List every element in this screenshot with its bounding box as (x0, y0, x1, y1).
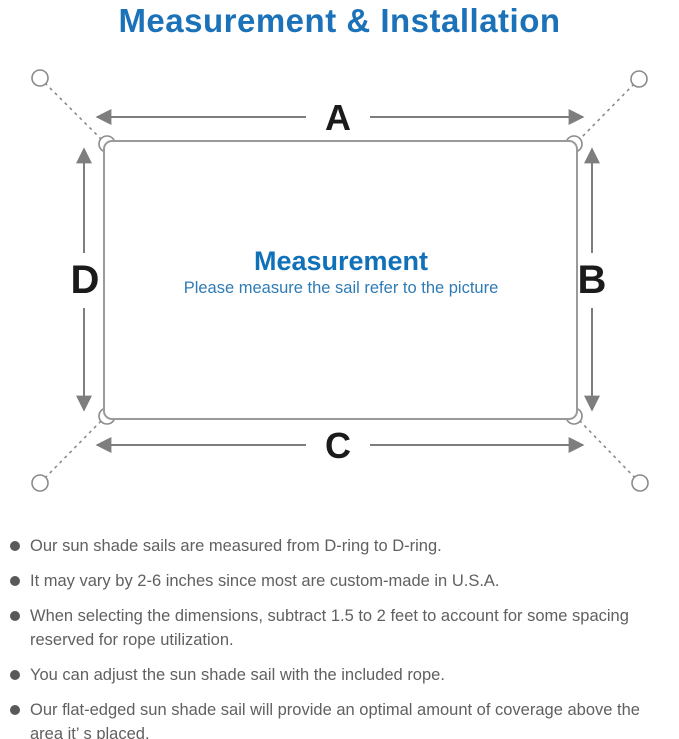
note-text: Our flat-edged sun shade sail will provi… (30, 701, 640, 739)
list-item: Our sun shade sails are measured from D-… (8, 534, 674, 558)
dimension-label-a: A (325, 97, 351, 138)
list-item: You can adjust the sun shade sail with t… (8, 663, 674, 687)
bullet-dot-icon (10, 576, 20, 586)
note-text: It may vary by 2-6 inches since most are… (30, 572, 500, 590)
sail-rectangle (103, 140, 578, 420)
note-text: You can adjust the sun shade sail with t… (30, 666, 445, 684)
note-text: Our sun shade sails are measured from D-… (30, 537, 442, 555)
anchor-point-bottom-right-icon (631, 474, 649, 492)
list-item: Our flat-edged sun shade sail will provi… (8, 698, 674, 739)
rope-top-left-line (39, 77, 105, 143)
rope-bottom-left-line (39, 417, 105, 484)
rope-bottom-right-line (576, 417, 641, 484)
diagram-center-title: Measurement (254, 246, 428, 276)
list-item: It may vary by 2-6 inches since most are… (8, 569, 674, 593)
bullet-dot-icon (10, 541, 20, 551)
note-text: When selecting the dimensions, subtract … (30, 607, 629, 649)
rope-top-right-line (576, 78, 640, 143)
list-item: When selecting the dimensions, subtract … (8, 604, 674, 652)
measurement-diagram: A B C D Measurement Please measure the s… (31, 69, 649, 492)
anchor-point-top-right-icon (630, 70, 648, 88)
anchor-point-top-left-icon (31, 69, 49, 87)
bullet-dot-icon (10, 670, 20, 680)
dimension-label-c: C (325, 425, 351, 466)
anchor-point-bottom-left-icon (31, 474, 49, 492)
dimension-label-b: B (578, 258, 607, 302)
bullet-dot-icon (10, 705, 20, 715)
measurement-notes-list: Our sun shade sails are measured from D-… (8, 534, 674, 739)
dimension-label-d: D (71, 258, 100, 302)
page-title: Measurement & Installation (118, 2, 561, 39)
diagram-center-subtitle: Please measure the sail refer to the pic… (184, 279, 499, 297)
bullet-dot-icon (10, 611, 20, 621)
